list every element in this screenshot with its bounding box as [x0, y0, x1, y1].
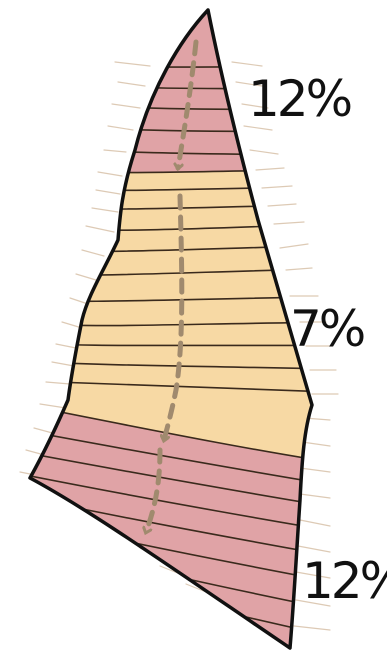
hatch-stroke: [108, 126, 133, 130]
hatch-stroke: [52, 362, 74, 366]
hatch-stroke: [268, 204, 296, 206]
hatch-stroke: [280, 244, 308, 248]
hatch-stroke: [300, 468, 330, 472]
hatch-stroke: [115, 62, 150, 66]
hatch-stroke: [56, 344, 76, 348]
hatch-stroke: [96, 190, 120, 194]
hatch-stroke: [76, 274, 96, 280]
grade-label-upper: 12%: [248, 70, 351, 128]
grade-label-middle: 7%: [290, 300, 364, 358]
grade-label-lower: 12%: [302, 552, 387, 610]
hatch-stroke: [262, 186, 292, 188]
hatch-stroke: [98, 172, 122, 176]
hatch-stroke: [256, 168, 284, 170]
hatch-stroke: [274, 222, 304, 224]
hatch-stroke: [118, 82, 145, 86]
hatch-stroke: [92, 208, 118, 212]
hatch-stroke: [300, 494, 330, 498]
hatch-stroke: [300, 520, 330, 526]
hatch-stroke: [104, 150, 126, 152]
hatch-stroke: [86, 226, 114, 232]
hatch-stroke: [294, 626, 330, 630]
hatch-stroke: [250, 150, 278, 154]
hatch-stroke: [286, 268, 312, 270]
hatch-stroke: [46, 382, 70, 384]
hatch-stroke: [70, 298, 88, 304]
hatch-stroke: [40, 404, 66, 408]
hatch-stroke: [232, 62, 262, 66]
hatch-stroke: [302, 442, 330, 446]
hatch-stroke: [112, 104, 140, 108]
hatch-stroke: [82, 250, 104, 256]
